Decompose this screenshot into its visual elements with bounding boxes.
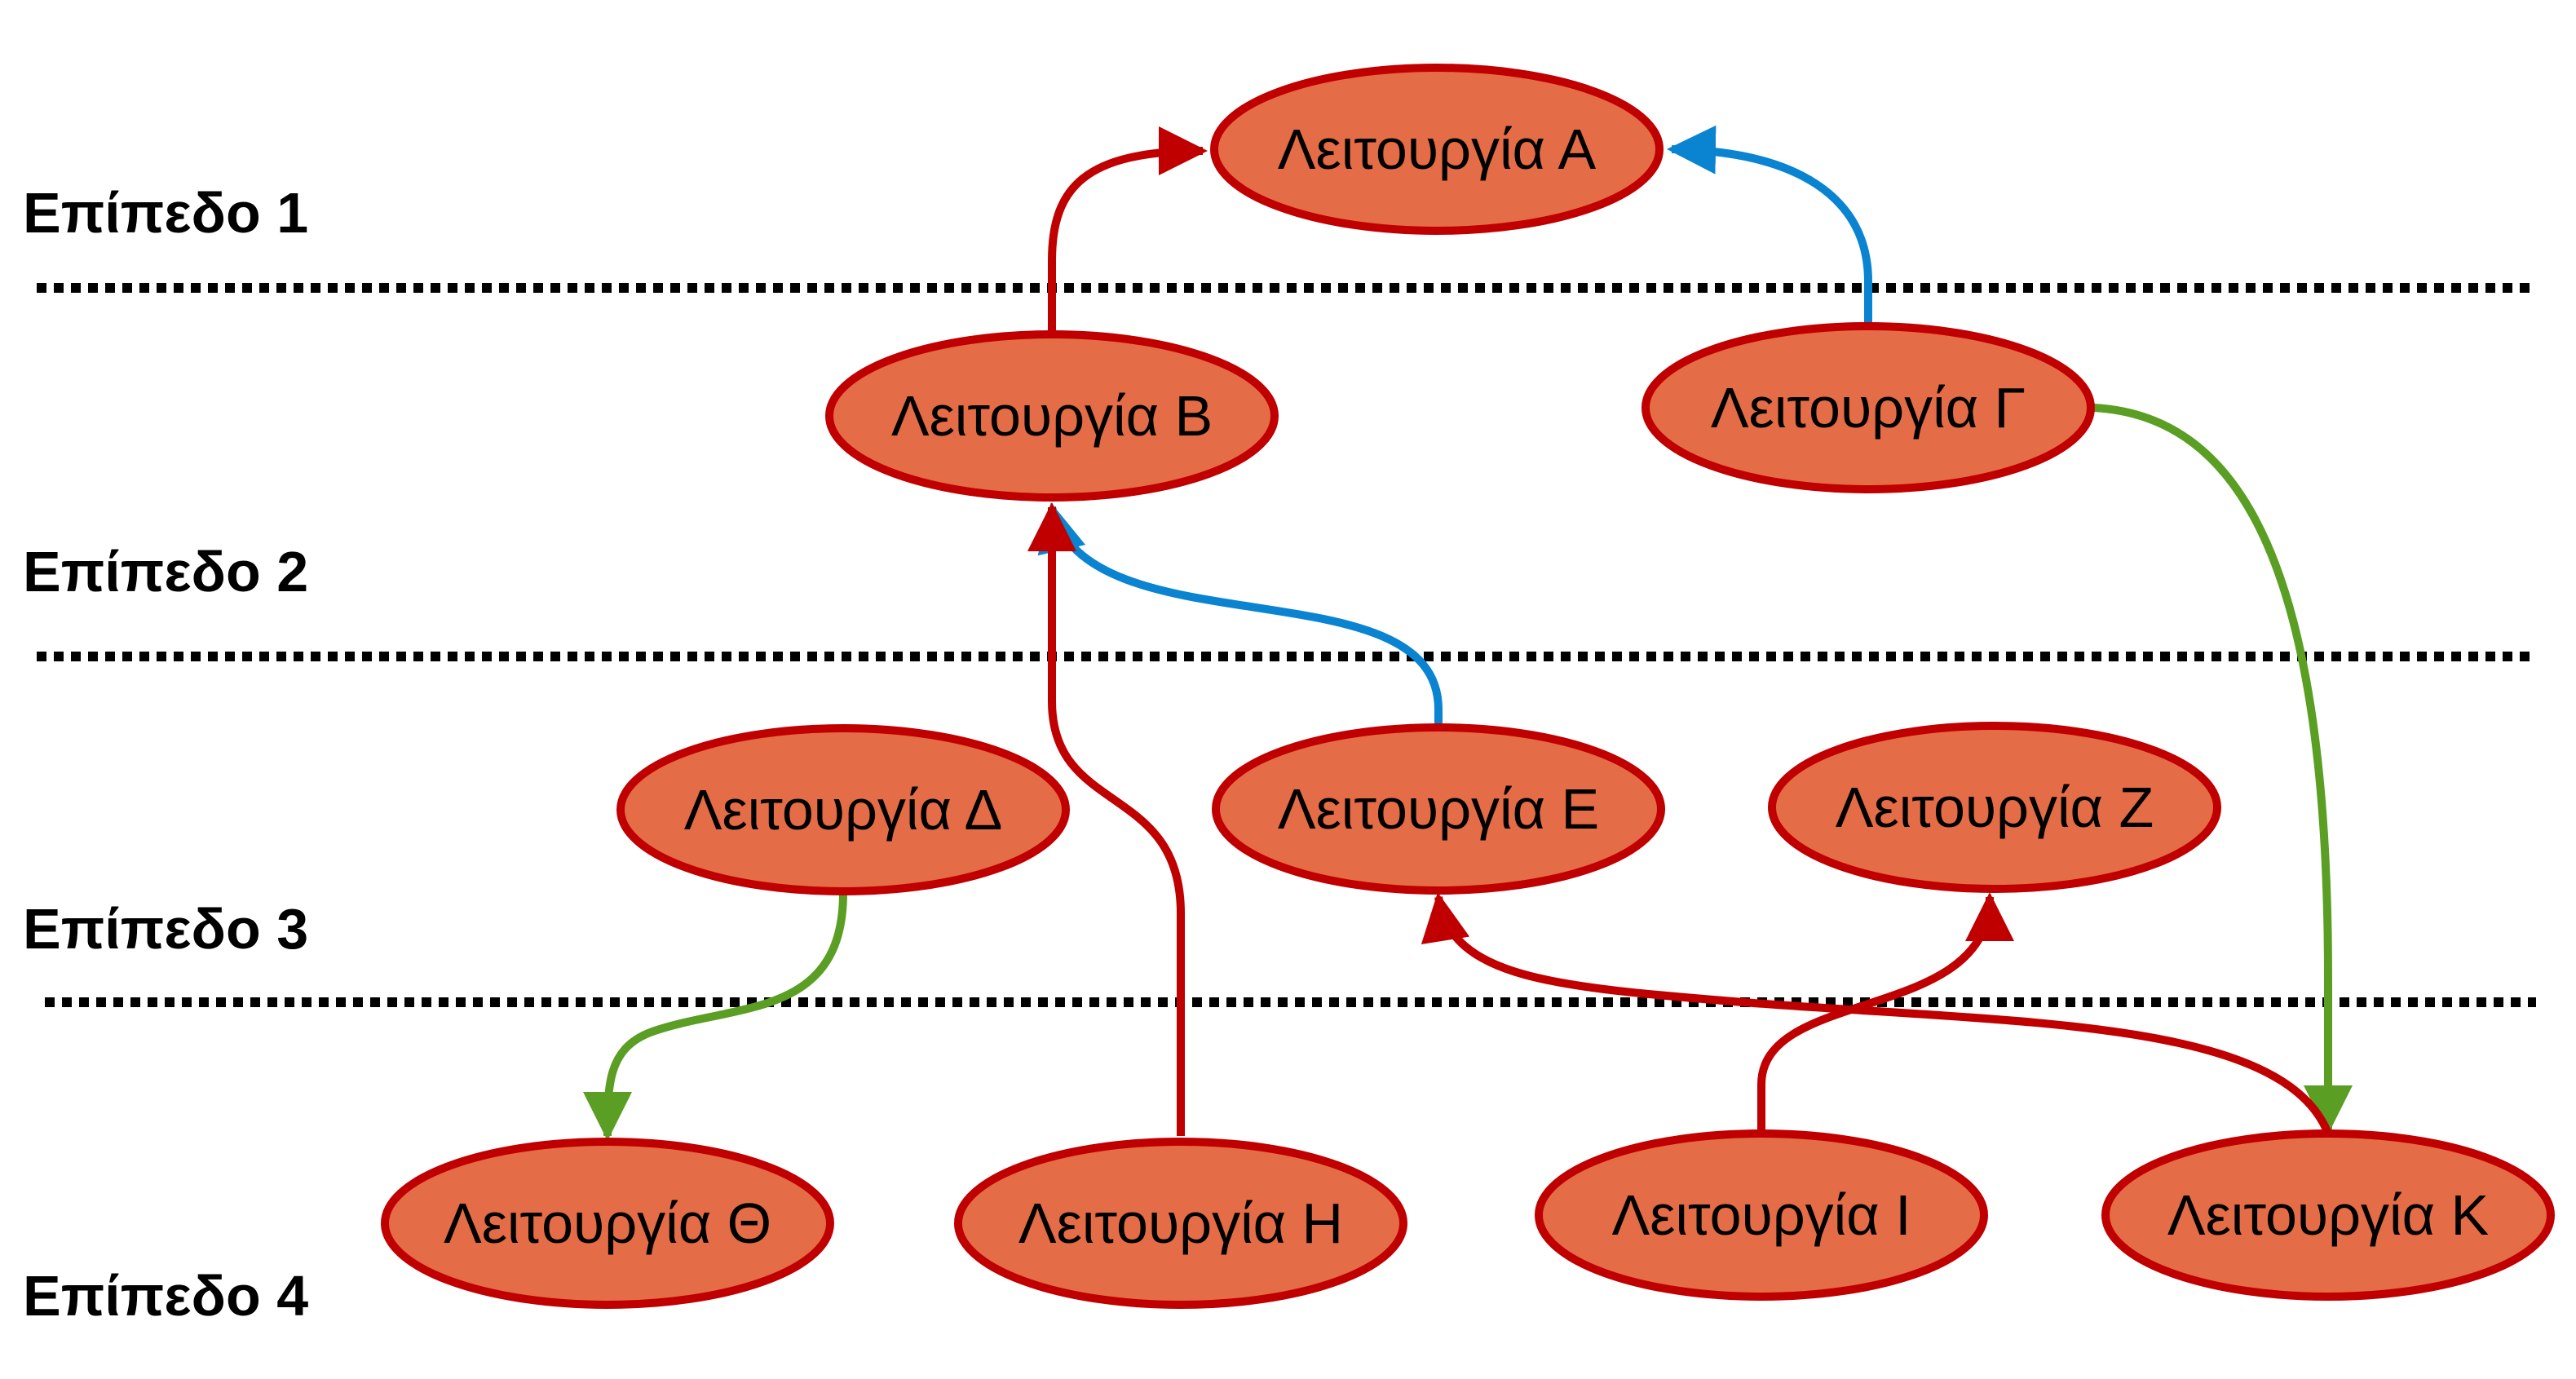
node-e-label: Λειτουργία Ε — [1278, 777, 1599, 841]
node-g: Λειτουργία Γ — [1641, 322, 2095, 493]
node-d: Λειτουργία Δ — [616, 724, 1070, 895]
edge-g-to-k — [2093, 404, 2353, 1134]
edges — [583, 125, 2353, 1141]
node-th-label: Λειτουργία Θ — [444, 1191, 771, 1255]
node-z-label: Λειτουργία Ζ — [1836, 776, 2154, 839]
level-label-3: Επίπεδο 3 — [23, 897, 308, 961]
node-e: Λειτουργία Ε — [1212, 723, 1665, 895]
edge-d-to-th — [583, 892, 847, 1141]
node-i-label: Λειτουργία Ι — [1611, 1183, 1911, 1247]
node-z: Λειτουργία Ζ — [1768, 722, 2221, 893]
node-h: Λειτουργία Η — [954, 1138, 1407, 1309]
level-label-2: Επίπεδο 2 — [23, 540, 308, 603]
node-k: Λειτουργία Κ — [2101, 1129, 2555, 1301]
node-b: Λειτουργία Β — [825, 330, 1279, 502]
edge-g-to-a — [1667, 125, 1872, 329]
node-i: Λειτουργία Ι — [1535, 1129, 1988, 1301]
edge-h-to-b — [1027, 502, 1185, 1136]
node-k-label: Λειτουργία Κ — [2167, 1183, 2489, 1247]
node-b-label: Λειτουργία Β — [891, 384, 1213, 448]
node-h-label: Λειτουργία Η — [1018, 1191, 1343, 1255]
node-a-label: Λειτουργία Α — [1278, 117, 1597, 181]
level-label-4: Επίπεδο 4 — [23, 1264, 308, 1328]
edge-b-to-a — [1048, 126, 1208, 334]
edge-e-to-b — [1037, 502, 1443, 727]
level-label-1: Επίπεδο 1 — [23, 181, 308, 245]
node-th: Λειτουργία Θ — [381, 1138, 834, 1309]
node-g-label: Λειτουργία Γ — [1711, 376, 2026, 440]
edge-i-to-z — [1757, 892, 2014, 1129]
edge-k-to-e — [1421, 892, 2332, 1135]
node-a: Λειτουργία Α — [1210, 64, 1664, 235]
node-d-label: Λειτουργία Δ — [684, 778, 1003, 842]
